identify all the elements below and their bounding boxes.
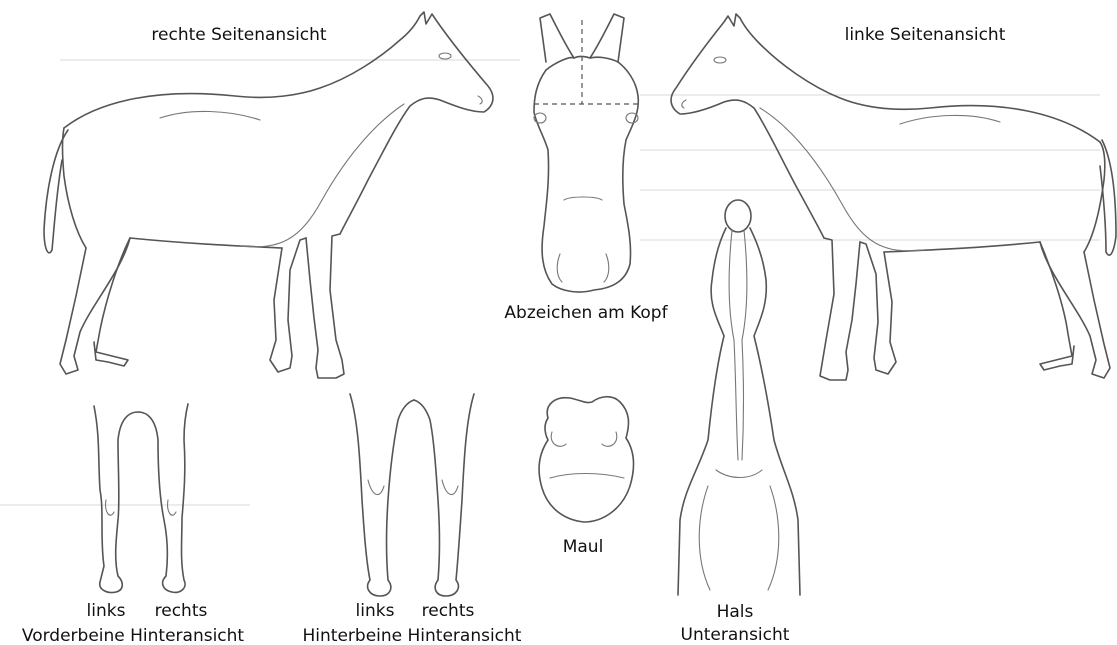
horse-muzzle-view[interactable] [539, 397, 633, 522]
label-hind-left: links [356, 601, 395, 621]
label-front-left: links [87, 601, 126, 621]
background-form-lines [0, 60, 1100, 505]
horse-right-side-view[interactable] [44, 12, 493, 378]
label-neck-line1: Hals [717, 602, 754, 622]
label-neck-line2: Unteransicht [681, 625, 790, 645]
front-legs-rear-view[interactable] [94, 404, 188, 593]
label-right-side: rechte Seitenansicht [151, 25, 326, 45]
label-front-legs-caption: Vorderbeine Hinteransicht [22, 626, 245, 645]
label-hind-right: rechts [422, 601, 475, 621]
horse-head-front-view[interactable] [534, 14, 640, 292]
hind-legs-rear-view[interactable] [350, 394, 474, 596]
horse-neck-underside-view[interactable] [678, 200, 800, 595]
label-left-side: linke Seitenansicht [845, 25, 1006, 45]
horse-left-side-view[interactable] [671, 14, 1116, 380]
label-hind-legs-caption: Hinterbeine Hinteransicht [303, 626, 522, 645]
label-head: Abzeichen am Kopf [504, 303, 668, 323]
label-muzzle: Maul [563, 537, 604, 557]
label-front-right: rechts [155, 601, 208, 621]
